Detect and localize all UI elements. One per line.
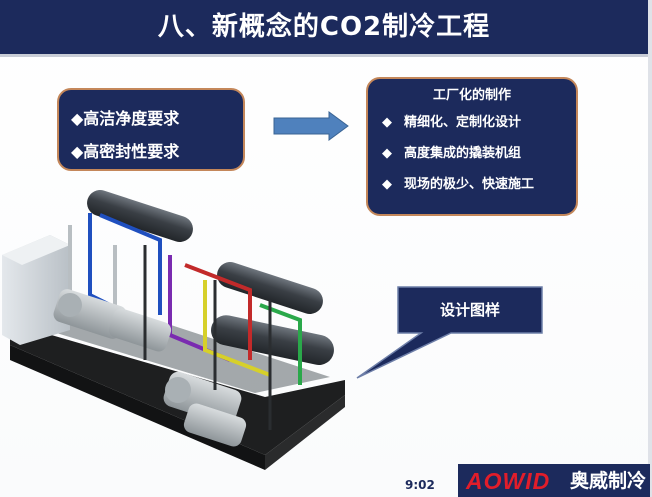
factory-production-box: 工厂化的制作 ◆精细化、定制化设计 ◆高度集成的撬装机组 ◆现场的极少、快速施工 bbox=[366, 77, 578, 216]
right-arrow-icon bbox=[273, 111, 349, 141]
brand-logo-bar bbox=[458, 464, 650, 497]
factory-item-skid: ◆高度集成的撬装机组 bbox=[382, 138, 576, 169]
title-bar: 八、新概念的CO2制冷工程 bbox=[0, 0, 648, 57]
slide-title: 八、新概念的CO2制冷工程 bbox=[157, 12, 491, 42]
brand-logo-latin: AOWID bbox=[466, 468, 551, 494]
diamond-bullet-icon: ◆ bbox=[382, 177, 392, 192]
brand-logo-chinese: 奥威制冷 bbox=[570, 470, 647, 492]
factory-item-construction: ◆现场的极少、快速施工 bbox=[382, 169, 576, 200]
diamond-bullet-icon: ◆ bbox=[382, 146, 392, 161]
factory-item-design: ◆精细化、定制化设计 bbox=[382, 107, 576, 138]
slide-right-edge bbox=[648, 0, 652, 497]
factory-production-heading: 工厂化的制作 bbox=[432, 88, 511, 103]
design-drawing-callout bbox=[356, 286, 543, 379]
co2-refrigeration-skid-illustration bbox=[2, 190, 345, 470]
requirement-cleanliness: ◆高洁净度要求 bbox=[71, 109, 180, 128]
diamond-bullet-icon: ◆ bbox=[382, 115, 392, 130]
requirement-sealing: ◆高密封性要求 bbox=[71, 142, 180, 161]
page-number: 9:02 bbox=[405, 478, 435, 492]
requirements-box: ◆高洁净度要求 ◆高密封性要求 bbox=[57, 88, 245, 171]
design-drawing-label: 设计图样 bbox=[439, 301, 500, 319]
